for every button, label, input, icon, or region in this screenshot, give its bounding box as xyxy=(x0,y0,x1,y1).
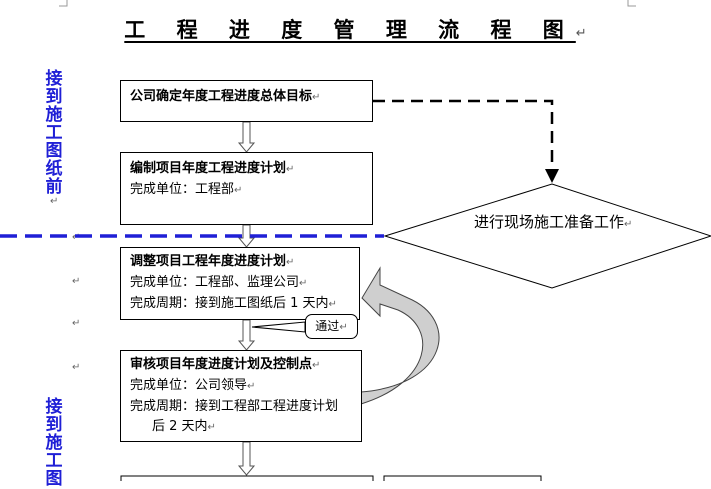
paragraph-mark: ↵ xyxy=(72,362,81,373)
diamond-shape xyxy=(383,183,711,289)
step-detail: 完成单位：工程部、监理公司 xyxy=(130,275,300,290)
paragraph-mark: ↵ xyxy=(339,322,348,333)
next-step-box xyxy=(120,475,374,481)
step-heading: 编制项目年度工程进度计划 xyxy=(130,161,287,176)
flow-step-compile-plan: 编制项目年度工程进度计划↵ 完成单位：工程部↵ xyxy=(120,152,373,225)
step-detail: 完成周期：接到施工图纸后 1 天内 xyxy=(130,296,329,311)
step-detail: 完成周期：接到工程部工程进度计划 xyxy=(130,399,339,414)
flow-step-review-plan: 审核项目年度进度计划及控制点↵ 完成单位：公司领导↵ 完成周期：接到工程部工程进… xyxy=(120,350,362,442)
page-corner-guide xyxy=(627,0,636,7)
down-arrow-icon xyxy=(237,441,256,476)
paragraph-mark: ↵ xyxy=(286,164,295,175)
callout-pointer xyxy=(251,321,306,333)
callout-text: 通过 xyxy=(315,319,340,333)
side-label-before: 接到施工图纸前 xyxy=(45,69,63,197)
dashed-connector xyxy=(373,99,554,170)
page-title: 工 程 进 度 管 理 流 程 图↵ xyxy=(0,14,711,44)
paragraph-mark: ↵ xyxy=(72,276,81,287)
flow-step-adjust-plan: 调整项目工程年度进度计划↵ 完成单位：工程部、监理公司↵ 完成周期：接到施工图纸… xyxy=(120,247,360,320)
down-arrow-icon xyxy=(237,121,256,153)
paragraph-mark: ↵ xyxy=(207,422,216,433)
paragraph-mark: ↵ xyxy=(247,381,256,392)
diamond-label: 进行现场施工准备工作↵ xyxy=(474,212,644,235)
next-step-box xyxy=(383,475,542,481)
step-heading: 公司确定年度工程进度总体目标 xyxy=(130,89,313,104)
flow-step-set-annual-target: 公司确定年度工程进度总体目标↵ xyxy=(120,80,373,122)
step-detail: 完成单位：公司领导 xyxy=(130,378,248,393)
arrowhead-icon xyxy=(545,169,559,183)
step-detail: 后 2 天内 xyxy=(152,419,208,434)
paragraph-mark: ↵ xyxy=(575,26,587,41)
step-heading: 审核项目年度进度计划及控制点 xyxy=(130,357,313,372)
paragraph-mark: ↵ xyxy=(72,318,81,329)
paragraph-mark: ↵ xyxy=(286,257,295,268)
step-detail: 完成单位：工程部 xyxy=(130,182,235,197)
page-corner-guide xyxy=(59,0,68,7)
paragraph-mark: ↵ xyxy=(312,360,321,371)
approval-callout: 通过↵ xyxy=(305,314,358,339)
diamond-text: 进行现场施工准备工作 xyxy=(474,213,625,231)
paragraph-mark: ↵ xyxy=(624,219,633,230)
paragraph-mark: ↵ xyxy=(328,299,337,310)
paragraph-mark: ↵ xyxy=(50,196,59,207)
step-heading: 调整项目工程年度进度计划 xyxy=(130,254,287,269)
return-arrow-icon xyxy=(360,266,440,405)
paragraph-mark: ↵ xyxy=(234,185,243,196)
down-arrow-icon xyxy=(237,224,256,248)
paragraph-mark: ↵ xyxy=(312,92,321,103)
paragraph-mark: ↵ xyxy=(299,278,308,289)
down-arrow-icon xyxy=(237,319,256,351)
title-text: 工 程 进 度 管 理 流 程 图 xyxy=(124,18,576,42)
